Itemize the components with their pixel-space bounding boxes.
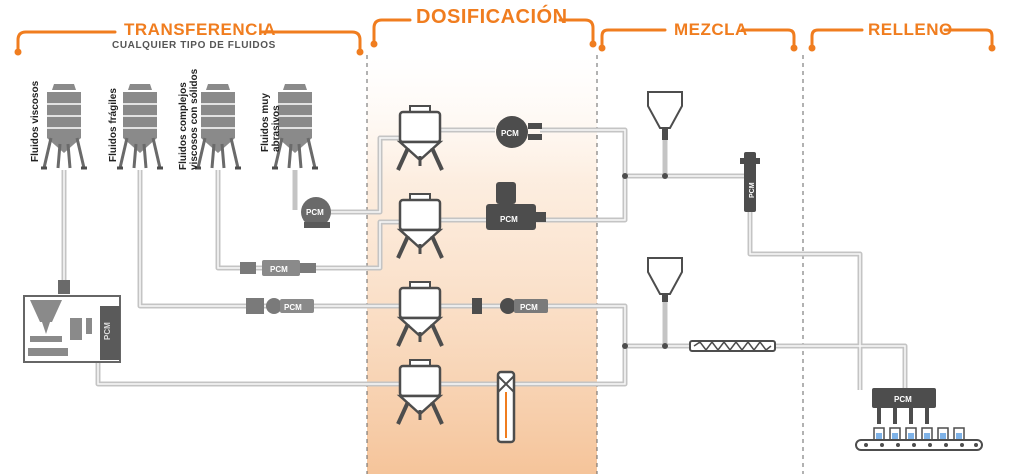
filling-machine: PCM [872,388,936,424]
section-title-transferencia: TRANSFERENCIA [124,20,276,39]
lobe-pump-transfer: PCM [301,197,331,228]
progressive-cavity-pump-2: PCM [246,298,314,314]
section-title-mezcla: MEZCLA [674,20,748,39]
section-title-relleno: RELLENO [868,20,953,39]
section-brackets [16,18,994,54]
section-subtitle-transferencia: CUALQUIER TIPO DE FLUIDOS [112,40,276,51]
pcm-logo: PCM [103,322,112,340]
conveyor-belt [855,439,983,451]
tank-label-fragile: Fluidos frágiles [108,88,119,162]
pcm-logo: PCM [501,129,519,138]
hopper-feeder-machine [23,280,121,363]
tank-fragile-fluids [115,82,165,170]
dosing-progressive-pump: PCM [472,298,548,314]
mixing-funnel-1 [647,91,683,140]
inline-static-mixer [689,340,776,352]
vertical-static-mixer: PCM [740,152,760,212]
filling-bottles [873,427,965,441]
tank-viscous-fluids [39,82,89,170]
pcm-logo: PCM [306,208,324,217]
section-title-dosificacion: DOSIFICACIÓN [416,6,568,28]
progressive-cavity-pump-1: PCM [240,260,316,276]
tank-label-viscous: Fluidos viscosos [30,80,41,162]
tank-label-complex: Fluidos complejos viscosos con sólidos [178,68,200,170]
pcm-logo: PCM [749,182,756,198]
tank-label-abrasive: Fluidos muy abrasivos [260,93,282,152]
dosing-motor-pump: PCM [486,182,546,230]
pcm-logo: PCM [520,303,538,312]
pcm-logo: PCM [270,265,288,274]
pcm-logo: PCM [500,215,518,224]
pcm-logo: PCM [894,395,912,404]
dosing-flow-meter [496,370,516,444]
tank-complex-fluids [193,82,243,170]
pcm-logo: PCM [284,303,302,312]
mixing-funnel-2 [647,257,683,302]
dosing-lobe-pump: PCM [496,116,542,148]
